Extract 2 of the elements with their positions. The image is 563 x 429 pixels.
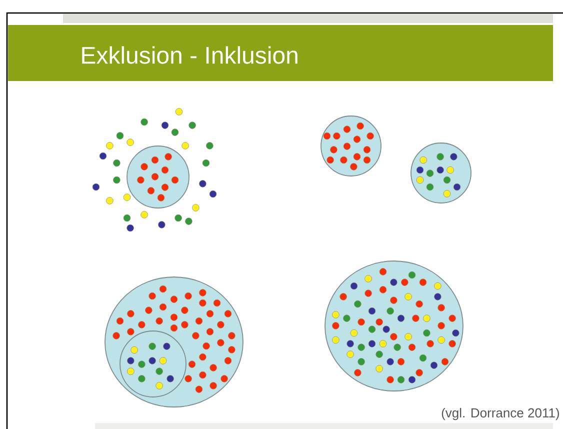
citation: (vgl. Dorrance 2011) [442, 408, 559, 420]
title-banner: Exklusion - Inklusion [8, 25, 553, 81]
